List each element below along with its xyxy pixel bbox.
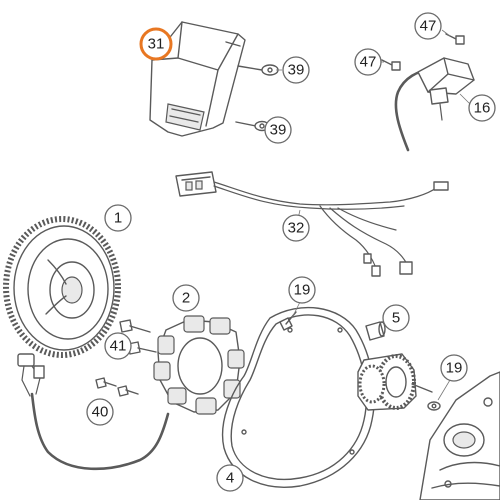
callout-39-lower[interactable]: 39 <box>264 116 292 144</box>
callout-41-label: 41 <box>110 338 127 355</box>
callout-5[interactable]: 5 <box>382 304 410 332</box>
ignition-coil-part[interactable] <box>394 57 475 152</box>
stator-bolts-part[interactable] <box>119 319 157 355</box>
stator-part[interactable] <box>17 315 245 471</box>
cover-bolts-part[interactable] <box>95 377 139 397</box>
leader-lines <box>264 29 471 401</box>
callout-40-label: 40 <box>92 404 109 421</box>
callout-19-right[interactable]: 19 <box>440 354 468 382</box>
callout-19-top[interactable]: 19 <box>288 276 316 304</box>
callout-19-top-label: 19 <box>294 282 311 299</box>
callout-47-left-label: 47 <box>360 54 377 71</box>
callout-4-label: 4 <box>226 470 234 487</box>
bushing-part[interactable] <box>365 321 386 341</box>
bolt-lower-part[interactable] <box>235 120 270 132</box>
gasket-part[interactable] <box>222 306 375 488</box>
callout-40[interactable]: 40 <box>86 398 114 426</box>
callout-32[interactable]: 32 <box>282 214 310 242</box>
callout-47-top-label: 47 <box>420 18 437 35</box>
callout-47-left[interactable]: 47 <box>354 48 382 76</box>
wiring-harness-part[interactable] <box>175 171 449 277</box>
bolt-upper-part[interactable] <box>237 64 279 76</box>
callout-32-label: 32 <box>288 220 305 237</box>
coil-bolt-top-part[interactable] <box>445 33 465 45</box>
callout-47-top[interactable]: 47 <box>414 12 442 40</box>
callout-31[interactable]: 31 <box>139 27 173 61</box>
cdi-unit-part[interactable] <box>149 21 246 137</box>
bolt-19-right-part[interactable] <box>427 401 441 411</box>
callout-5-label: 5 <box>392 310 400 327</box>
flywheel-part[interactable] <box>3 216 121 358</box>
callout-39-upper[interactable]: 39 <box>282 56 310 84</box>
starter-gear-part[interactable] <box>357 353 433 411</box>
callout-1-label: 1 <box>114 210 122 227</box>
callout-19-right-label: 19 <box>446 360 463 377</box>
callout-41[interactable]: 41 <box>104 332 132 360</box>
callout-39-lower-label: 39 <box>270 122 287 139</box>
callout-2[interactable]: 2 <box>172 284 200 312</box>
callout-16-label: 16 <box>474 100 491 117</box>
coil-bolt-left-part[interactable] <box>381 59 401 71</box>
callout-39-upper-label: 39 <box>288 62 305 79</box>
callout-16[interactable]: 16 <box>468 94 496 122</box>
callout-31-label: 31 <box>148 36 165 53</box>
callout-2-label: 2 <box>182 290 190 307</box>
callout-1[interactable]: 1 <box>104 204 132 232</box>
engine-case-part[interactable] <box>419 371 500 500</box>
callout-4[interactable]: 4 <box>216 464 244 492</box>
